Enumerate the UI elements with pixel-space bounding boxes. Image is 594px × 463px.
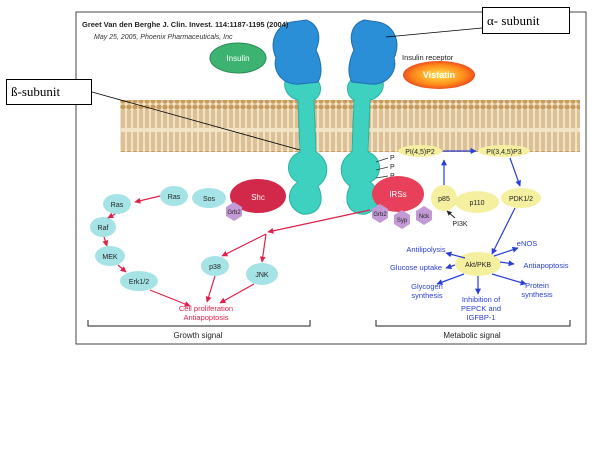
receptor-alpha-right: [348, 19, 398, 85]
grb2-right-node: [372, 204, 388, 223]
protein-label-2: synthesis: [521, 290, 553, 299]
alpha-subunit-callout: α- subunit: [482, 7, 570, 34]
visfatin-node: [403, 61, 475, 89]
erk-node: [120, 271, 158, 291]
cell-proliferation-label: Cell proliferation: [179, 304, 233, 313]
pdk-node: [501, 188, 541, 208]
receptor-alpha-left: [272, 19, 322, 85]
metabolic-arrows: [436, 148, 527, 295]
alpha-callout-line: [385, 27, 483, 38]
syp-node: [394, 210, 410, 229]
phospho-1: P: [390, 155, 395, 162]
antiapoptosis-left-label: Antiapoptosis: [183, 313, 228, 322]
cell-membrane: [120, 100, 580, 152]
antiapoptosis-right-label: Antiapoptosis: [523, 261, 568, 270]
glycogen-label-1: Glycogen: [411, 282, 443, 291]
erk-label: Erk1/2: [129, 279, 149, 286]
receptor-beta-left: [284, 75, 328, 215]
shc-label: Shc: [251, 193, 265, 202]
grb2-right-label: Grb2: [373, 212, 387, 218]
receptor-beta-right: [340, 75, 384, 215]
beta-subunit-callout: ß-subunit: [6, 79, 92, 105]
credit-text: May 25, 2005, Phoenix Pharmaceuticals, I…: [94, 34, 233, 41]
protein-label-1: Protein: [525, 281, 549, 290]
glycogen-label-2: synthesis: [411, 291, 443, 300]
syp-label: Syp: [397, 218, 408, 224]
pip2-label: PI(4,5)P2: [405, 149, 435, 156]
shc-node: [230, 179, 286, 213]
raf-node: [90, 217, 116, 237]
p85-label: p85: [438, 196, 450, 203]
figure-frame: [75, 11, 587, 345]
antilipolysis-label: Antilipolysis: [406, 245, 445, 254]
ras-label-2: Ras: [111, 202, 124, 209]
nck-node: [416, 206, 432, 225]
p110-node: [455, 191, 499, 213]
insulin-receptor-label: Insulin receptor: [402, 53, 454, 62]
enos-label: eNOS: [517, 239, 537, 248]
p38-node: [201, 256, 229, 276]
pip2-node: [398, 145, 442, 157]
ras-node-1: [160, 186, 188, 206]
insulin-node: [209, 42, 267, 74]
irss-node: [372, 176, 424, 212]
akt-label: Akt/PKB: [465, 262, 491, 269]
grb2-left-label: Grb2: [227, 210, 241, 216]
irss-label: IRSs: [389, 190, 406, 199]
ras-label-1: Ras: [168, 194, 181, 201]
growth-bracket: [87, 320, 311, 327]
p85-node: [431, 185, 457, 211]
p110-label: p110: [469, 200, 484, 207]
growth-arrows: [102, 195, 371, 307]
nck-label: Nck: [419, 214, 430, 220]
citation-text: Greet Van den Berghe J. Clin. Invest. 11…: [82, 20, 289, 29]
mek-node: [95, 246, 125, 266]
pdk-label: PDK1/2: [509, 196, 533, 203]
growth-signal-label: Growth signal: [174, 331, 223, 340]
mek-label: MEK: [102, 254, 118, 261]
jnk-node: [246, 263, 278, 285]
akt-node: [455, 252, 501, 276]
sos-label: Sos: [203, 196, 216, 203]
p38-label: p38: [209, 264, 221, 271]
pi3k-label: PI3K: [452, 221, 468, 228]
pip3-label: PI(3,4,5)P3: [486, 149, 522, 156]
pip3-node: [478, 145, 530, 157]
metabolic-bracket: [375, 320, 571, 327]
jnk-label: JNK: [255, 272, 269, 279]
metabolic-signal-label: Metabolic signal: [443, 331, 501, 340]
phospho-2: P: [390, 164, 395, 171]
grb2-left-node: [226, 202, 242, 221]
visfatin-label: Visfatin: [423, 70, 455, 80]
insulin-label: Insulin: [226, 54, 249, 63]
pi3k-pointer: [446, 210, 456, 219]
sos-node: [192, 188, 226, 208]
inhibition-label-3: IGFBP-1: [466, 313, 495, 322]
raf-label: Raf: [98, 225, 109, 232]
ras-node-2: [103, 194, 131, 214]
glucose-uptake-label: Glucose uptake: [390, 263, 442, 272]
inhibition-label-1: Inhibition of: [462, 295, 501, 304]
inhibition-label-2: PEPCK and: [461, 304, 501, 313]
beta-callout-line: [91, 91, 301, 151]
